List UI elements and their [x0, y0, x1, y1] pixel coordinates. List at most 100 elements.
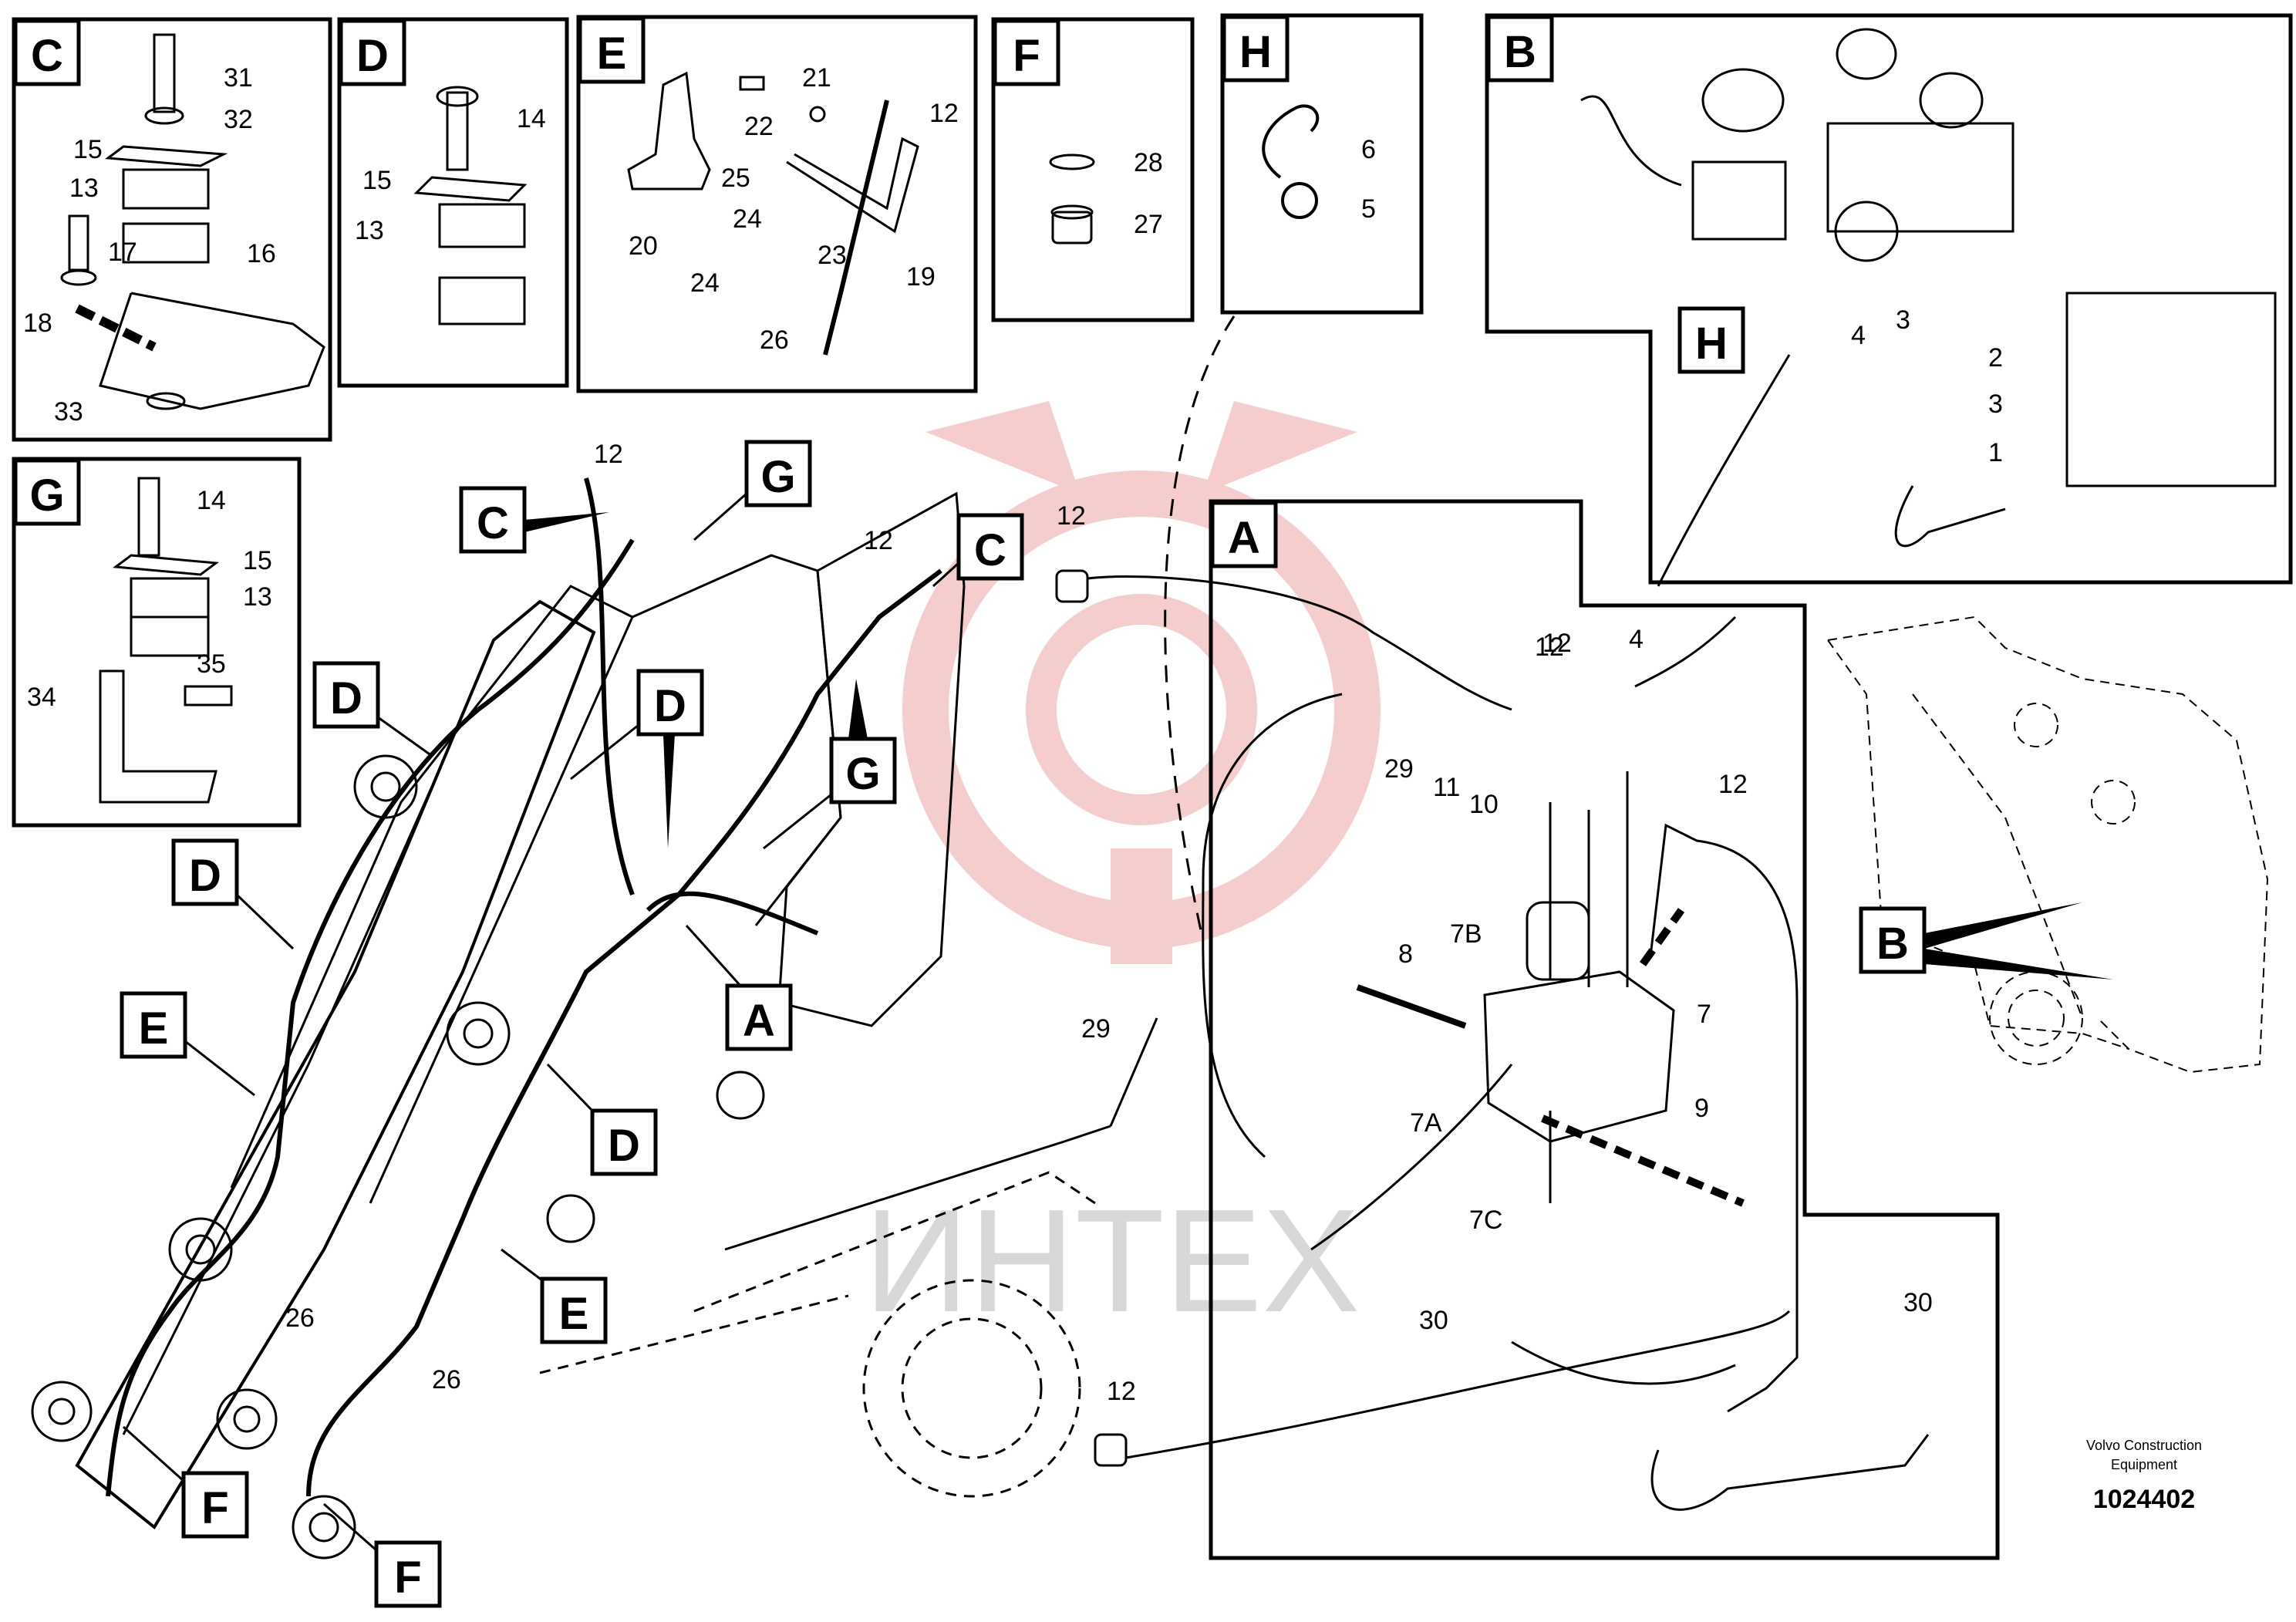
panel-c-label: 13: [69, 174, 99, 203]
panel-g-label: 13: [243, 582, 272, 612]
panel-a-label: 7A: [1410, 1108, 1442, 1138]
panel-e-label: 25: [721, 164, 750, 193]
panel-e-label: 23: [818, 241, 847, 270]
panel-h-cable-tie-drawing: [1262, 104, 1320, 219]
panel-f-letter: F: [1013, 31, 1040, 81]
panel-a-label: 12: [1535, 632, 1564, 662]
panel-a-label: 8: [1398, 939, 1413, 969]
panel-d-letter: D: [356, 31, 389, 81]
footer-block: Volvo Construction Equipment 1024402: [2086, 1438, 2202, 1514]
callout-letter: E: [139, 1003, 169, 1054]
callouts: C G C G D D D D A E: [120, 440, 2113, 1608]
drawing-number: 1024402: [2093, 1485, 2195, 1514]
panel-a-label: 7: [1697, 1000, 1711, 1029]
panel-b-label: 1: [1988, 438, 2003, 467]
callout-letter: A: [743, 996, 775, 1046]
panel-h-label: 6: [1361, 135, 1376, 164]
panel-b-label: H: [1695, 319, 1728, 369]
panel-d-label: 13: [355, 216, 384, 245]
panel-g-label: 14: [197, 486, 226, 515]
panel-g-clamp-drawing: [99, 477, 233, 804]
hose-runs: [724, 569, 1791, 1467]
main-label: 26: [285, 1303, 315, 1333]
footer-company: Volvo Construction: [2086, 1438, 2202, 1453]
callout-letter: E: [559, 1289, 589, 1339]
main-label: 12: [1057, 501, 1086, 531]
hose-routing: [106, 477, 942, 1497]
callout-letter: F: [394, 1553, 421, 1603]
panel-a-label: 12: [1718, 770, 1748, 799]
panel-b-label: 2: [1988, 343, 2003, 373]
panel-c-label: 33: [54, 397, 83, 427]
callout-letter: D: [654, 681, 686, 731]
callout-letter: C: [974, 525, 1006, 575]
panel-c-label: 16: [247, 239, 276, 268]
panel-a-valve-drawing: [1202, 615, 1930, 1511]
frame-detail-drawing: [1827, 615, 2269, 1074]
panel-c-label: 15: [73, 135, 103, 164]
panel-b-label: 3: [1988, 389, 2003, 419]
panel-b-label: 4: [1851, 321, 1866, 350]
panel-c-label: 31: [224, 63, 253, 93]
main-label: 12: [864, 526, 893, 555]
panel-d: D 14 15 13: [337, 17, 569, 388]
panel-e-label: 24: [690, 268, 720, 298]
panel-e: E 21 22 12 25 20 24 23 19 24 26: [576, 15, 978, 393]
callout-letter: D: [608, 1121, 640, 1171]
panel-g-label: 35: [197, 649, 226, 679]
main-label: 12: [1107, 1377, 1136, 1406]
callout-letter: C: [477, 498, 509, 548]
panel-e-label: 21: [802, 63, 831, 93]
callout-letter: F: [201, 1483, 228, 1533]
panel-a-label: 4: [1629, 625, 1644, 654]
panel-h-letter: H: [1239, 27, 1272, 77]
footer-company-line2: Equipment: [2111, 1457, 2177, 1472]
panel-d-label: 14: [517, 104, 546, 133]
panel-e-bracket-drawing: [627, 71, 919, 356]
panel-a-label: 12: [1542, 629, 1572, 658]
panel-g-label: 15: [243, 546, 272, 575]
main-label: 29: [1081, 1014, 1111, 1044]
panel-e-label: 22: [744, 112, 774, 141]
panel-h: H 6 5: [1220, 13, 1424, 315]
panel-c-label: 17: [108, 238, 137, 267]
panel-a-label: 7B: [1450, 919, 1482, 949]
panel-h-label: 5: [1361, 194, 1376, 224]
watermark-text: ИНТЕХ: [864, 1179, 1360, 1343]
main-label: 12: [594, 440, 623, 469]
panel-d-label: 15: [362, 166, 392, 195]
panel-e-label: 26: [760, 325, 789, 355]
panel-a-label: 30: [1419, 1306, 1448, 1335]
panel-e-label: 19: [906, 262, 936, 292]
panel-c-label: 18: [23, 309, 52, 338]
panel-a-label: 7C: [1469, 1206, 1502, 1235]
panel-b-letter: B: [1504, 27, 1536, 77]
panel-a: A 12 4 12 29 11 10 12 7B 8 7 9 7A: [1202, 499, 2000, 1560]
panel-g-label: 34: [27, 683, 56, 712]
panel-a-label: 29: [1384, 754, 1414, 784]
panel-a-letter: A: [1228, 513, 1260, 563]
panel-a-label: 9: [1694, 1094, 1709, 1123]
panel-f-plug-drawing: [1049, 153, 1095, 244]
watermark-gear-logo: [902, 401, 1381, 964]
panel-d-clamp-drawing: [413, 86, 528, 325]
panel-b-accumulator-drawing: [1580, 28, 2277, 587]
panel-c-letter: C: [31, 31, 63, 81]
panel-b: B H 4 3 2 3 1: [1485, 13, 2293, 587]
panel-f-label: 28: [1134, 148, 1163, 177]
panel-g-letter: G: [29, 470, 64, 521]
panel-a-label: 30: [1903, 1288, 1933, 1317]
callout-letter: D: [189, 851, 221, 901]
main-labels: 12 12 12 29 26 26 12: [285, 440, 1136, 1406]
leader-H-dashed: [1164, 315, 1236, 942]
panel-c-clamp-drawing: [60, 33, 325, 410]
panel-c: C 31 32 15 13 17 16 18 33: [12, 17, 332, 442]
panel-f-label: 27: [1134, 210, 1163, 239]
panel-c-label: 32: [224, 105, 253, 134]
panel-e-label: 24: [733, 204, 762, 234]
callout-letter: B: [1876, 919, 1909, 969]
callout-letter: G: [845, 749, 880, 799]
callout-letter: G: [760, 452, 795, 502]
panel-e-letter: E: [597, 29, 627, 79]
